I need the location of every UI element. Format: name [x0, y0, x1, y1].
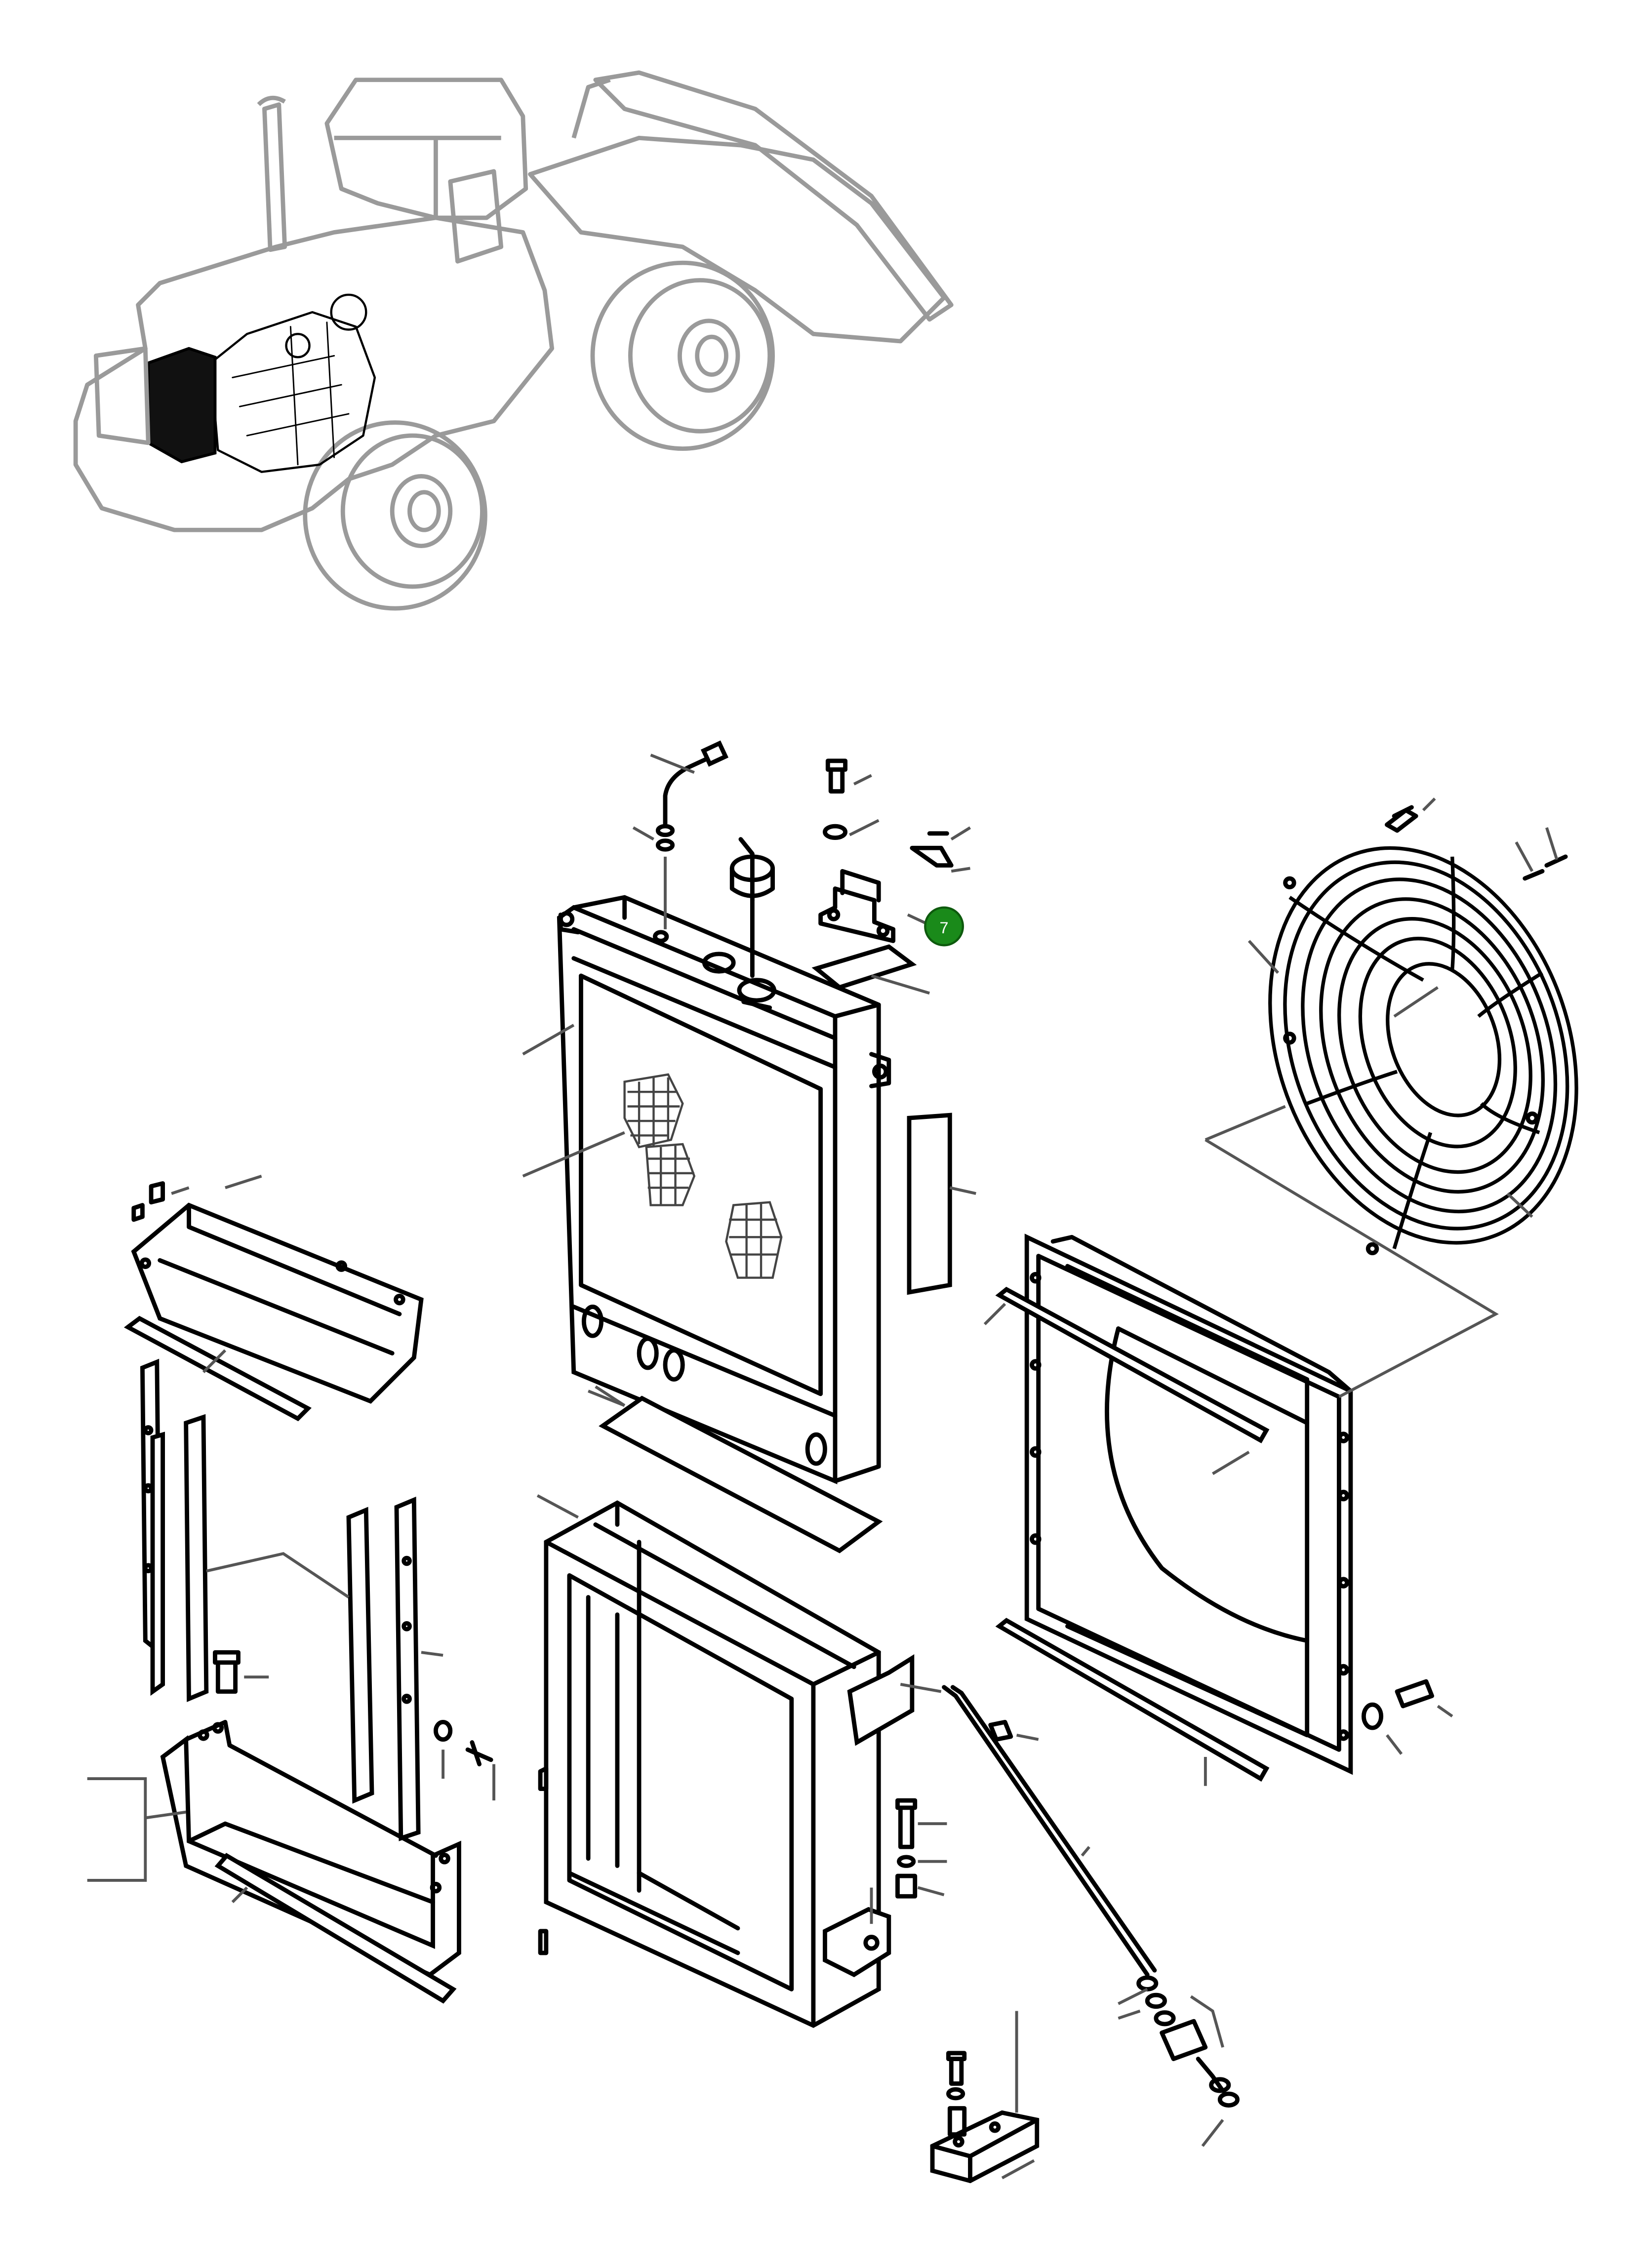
mount-block	[930, 2011, 1040, 2184]
seal-strip-bottom	[599, 1395, 883, 1553]
fan-guard	[1247, 797, 1578, 1256]
radiator-highlight	[147, 347, 217, 464]
engine-detail	[209, 293, 376, 473]
filler-cap	[729, 837, 776, 1010]
mounting-bracket	[811, 758, 971, 995]
front-wheel-icon	[590, 260, 775, 451]
callout-7[interactable]: 7	[924, 906, 964, 947]
radiator-ports	[581, 1305, 827, 1466]
callout-7-label: 7	[940, 919, 949, 937]
side-seals	[140, 1358, 443, 1841]
mounting-frame	[536, 1494, 915, 2028]
rear-wheel-icon	[303, 420, 487, 611]
frame-hardware	[870, 1683, 1240, 2147]
radiator-core	[522, 895, 891, 1484]
temperature-sensor	[632, 740, 729, 929]
wheel-loader-illustration	[73, 70, 954, 611]
seal-strip-vertical	[907, 1113, 952, 1295]
top-baffle	[123, 1174, 424, 1422]
fan-shroud	[983, 1105, 1499, 1786]
bottom-baffle	[87, 1650, 495, 2004]
shroud-bolt-holes	[1030, 1272, 1349, 1741]
radiator-mesh	[623, 1073, 783, 1279]
